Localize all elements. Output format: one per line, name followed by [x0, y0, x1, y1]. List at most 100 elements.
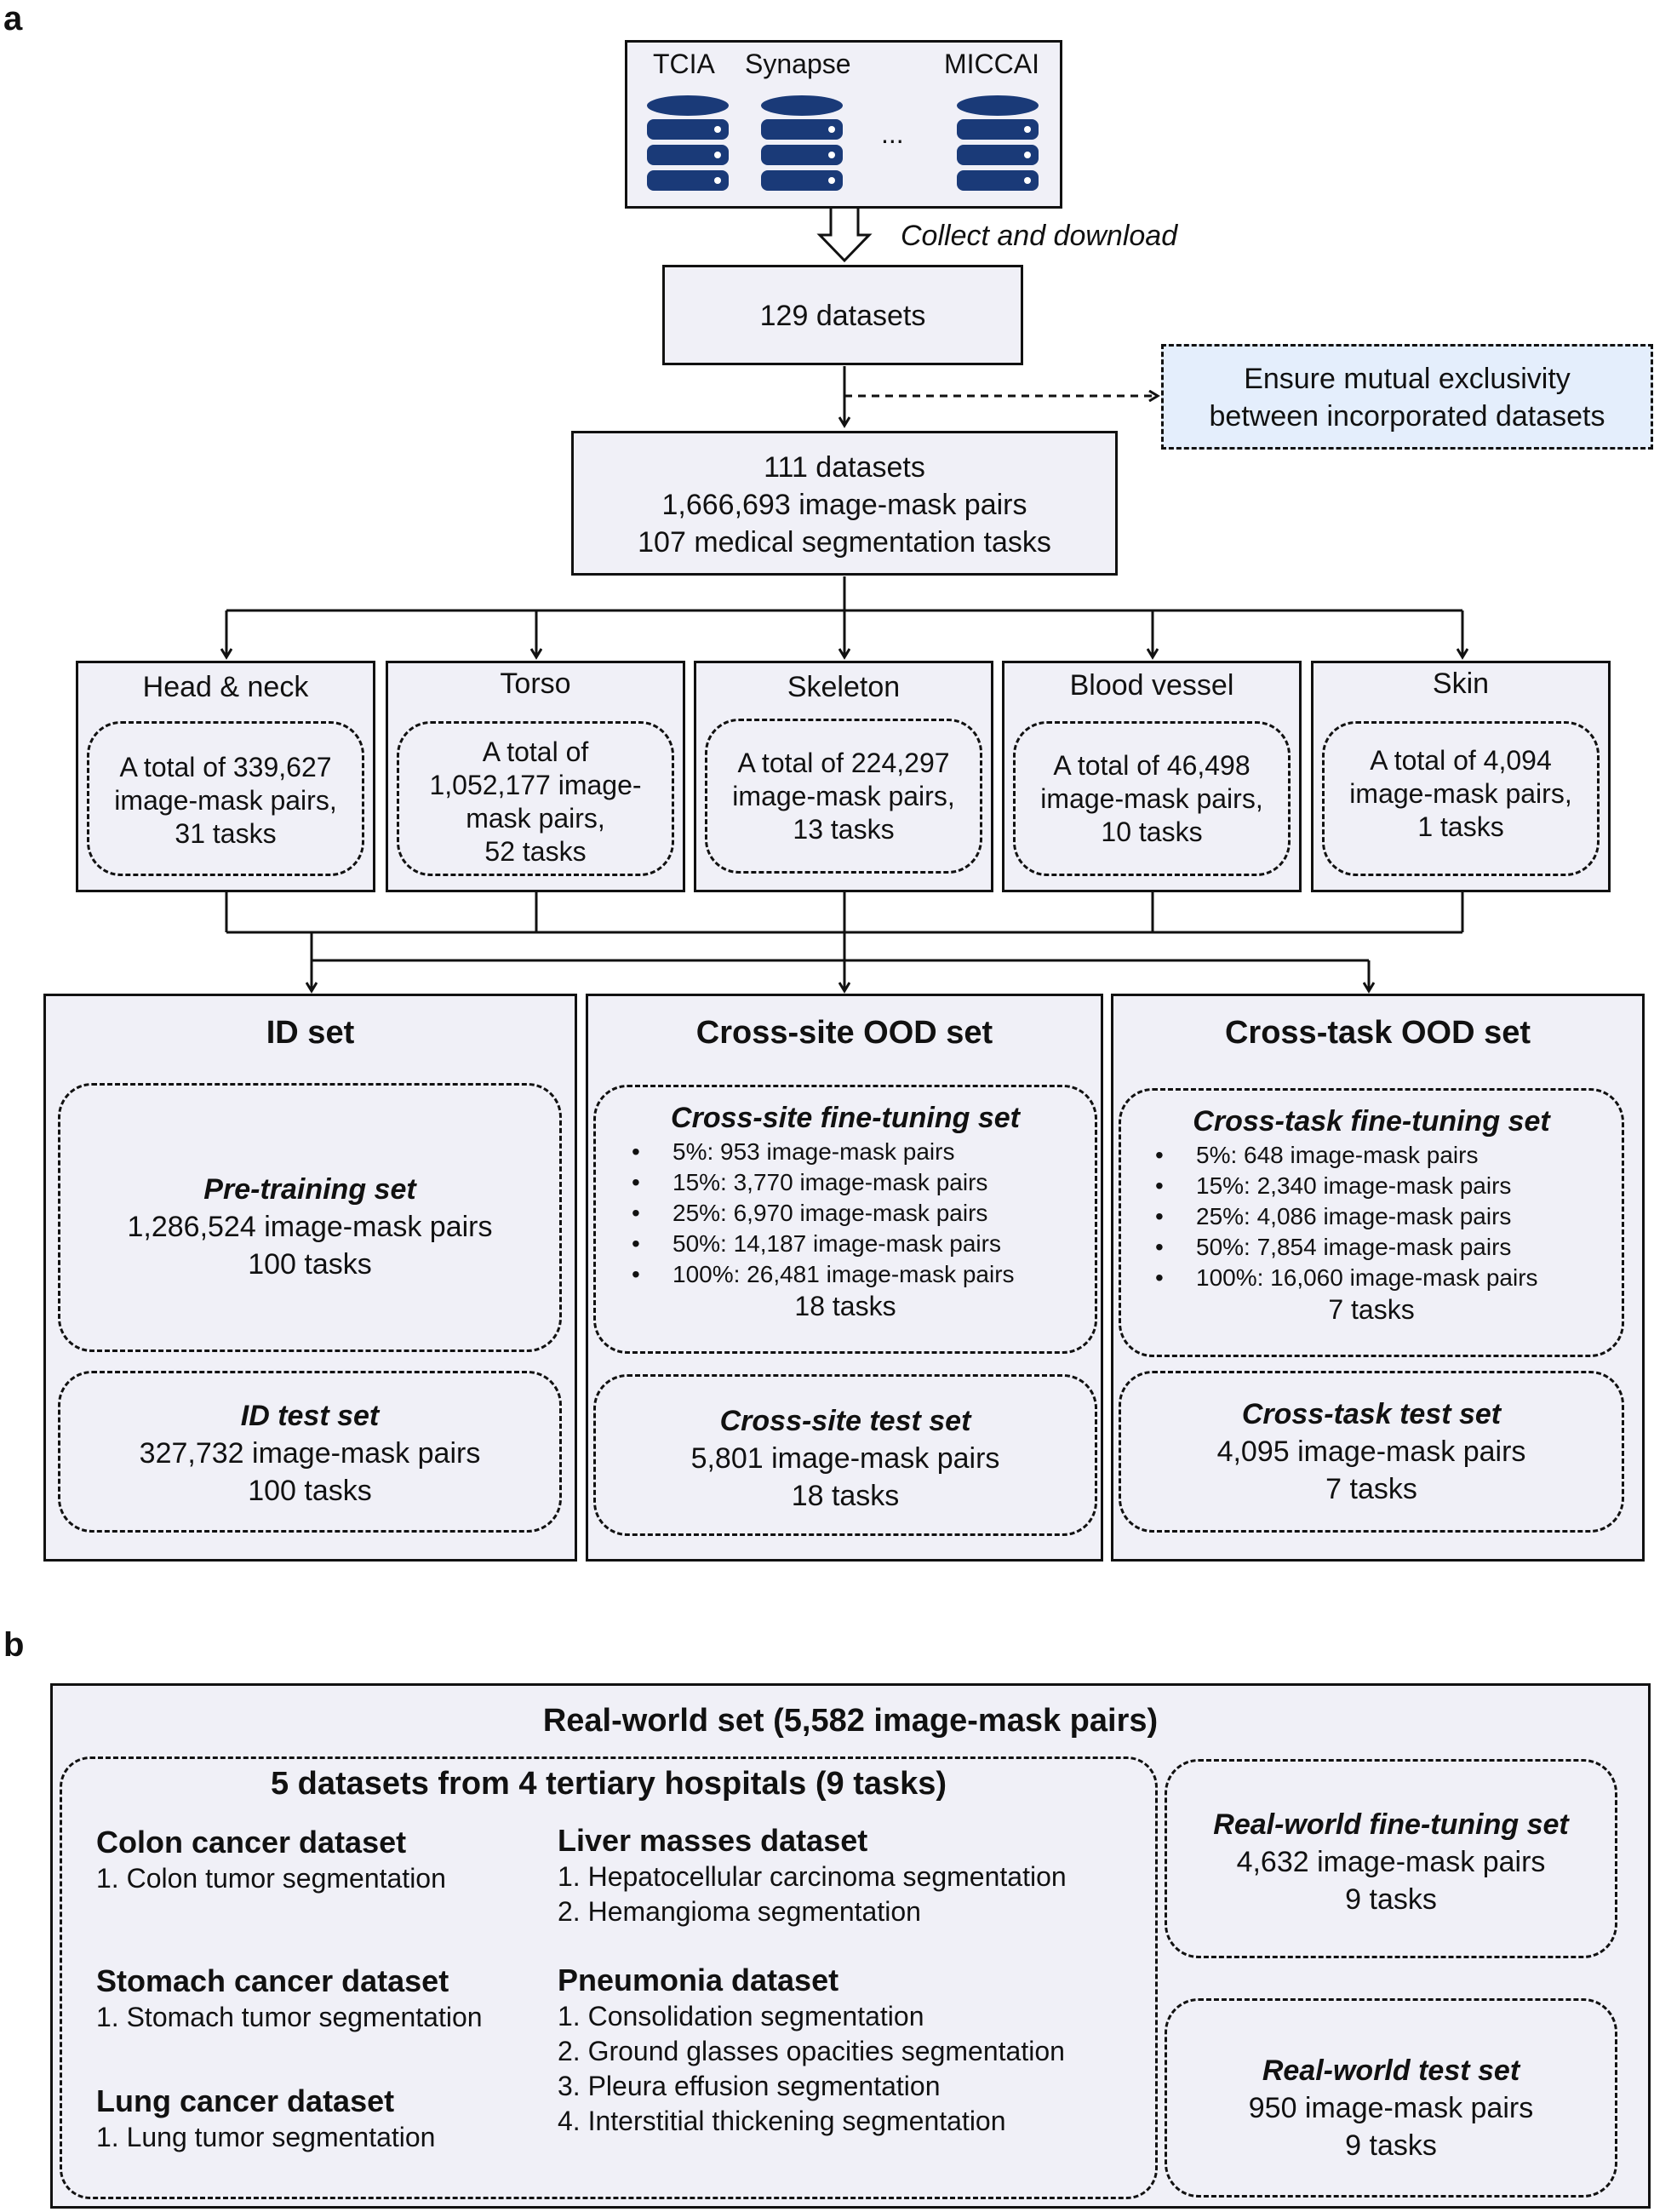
- region-summary: A total of 1,052,177 image- mask pairs, …: [397, 721, 674, 876]
- region-line: image-mask pairs,: [114, 785, 337, 816]
- cross-site-test-pairs: 5,801 image-mask pairs: [690, 1442, 1000, 1475]
- collect-download-label: Collect and download: [901, 220, 1178, 252]
- dataset-task: 2. Ground glasses opacities segmentation: [558, 2036, 1065, 2066]
- cross-task-finetune-tasks: 7 tasks: [1328, 1294, 1415, 1325]
- cross-task-test-pairs: 4,095 image-mask pairs: [1216, 1436, 1526, 1468]
- dataset-task: 1. Lung tumor segmentation: [96, 2122, 436, 2152]
- datasets-129-box: 129 datasets: [662, 265, 1023, 365]
- region-summary: A total of 224,297 image-mask pairs, 13 …: [705, 719, 982, 874]
- finetune-ratio-item: 50%: 7,854 image-mask pairs: [1155, 1232, 1622, 1263]
- cross-task-test-tasks: 7 tasks: [1325, 1473, 1417, 1505]
- id-test-tasks: 100 tasks: [248, 1475, 372, 1507]
- region-torso: Torso A total of 1,052,177 image- mask p…: [386, 661, 685, 892]
- finetune-ratio-item: 25%: 4,086 image-mask pairs: [1155, 1201, 1622, 1232]
- id-test-set: ID test set 327,732 image-mask pairs 100…: [58, 1371, 562, 1533]
- dataset-task: 1. Colon tumor segmentation: [96, 1863, 446, 1894]
- cross-site-test-title: Cross-site test set: [719, 1405, 971, 1437]
- hospital-datasets-panel: 5 datasets from 4 tertiary hospitals (9 …: [60, 1756, 1158, 2199]
- region-line: A total of 224,297: [737, 748, 950, 778]
- region-title: Skin: [1432, 668, 1490, 700]
- cross-site-test-set: Cross-site test set 5,801 image-mask pai…: [593, 1374, 1097, 1536]
- hospital-datasets-title: 5 datasets from 4 tertiary hospitals (9 …: [270, 1766, 947, 1802]
- dataset-title: Colon cancer dataset: [96, 1825, 407, 1860]
- finetune-ratio-item: 50%: 14,187 image-mask pairs: [632, 1229, 1095, 1259]
- finetune-ratio-item: 5%: 953 image-mask pairs: [632, 1137, 1095, 1167]
- region-line: image-mask pairs,: [1349, 778, 1572, 809]
- finetune-ratio-item: 15%: 3,770 image-mask pairs: [632, 1167, 1095, 1198]
- region-line: 1 tasks: [1417, 811, 1504, 842]
- database-icon: [957, 95, 1039, 191]
- id-set: ID set Pre-training set 1,286,524 image-…: [43, 994, 577, 1562]
- dataset-title: Liver masses dataset: [558, 1823, 868, 1858]
- panel-label-b: b: [3, 1626, 25, 1664]
- sources-box: TCIA Synapse MICCAI ...: [625, 40, 1062, 209]
- region-line: 31 tasks: [175, 818, 277, 849]
- real-world-finetune-tasks: 9 tasks: [1345, 1883, 1437, 1916]
- lung-dataset: Lung cancer dataset 1. Lung tumor segmen…: [96, 2083, 435, 2155]
- dataset-task: 2. Hemangioma segmentation: [558, 1896, 921, 1927]
- region-title: Blood vessel: [1069, 669, 1234, 702]
- real-world-finetune-pairs: 4,632 image-mask pairs: [1236, 1846, 1546, 1878]
- region-line: 52 tasks: [484, 836, 587, 867]
- region-summary: A total of 46,498 image-mask pairs, 10 t…: [1013, 721, 1291, 876]
- exclusivity-note: Ensure mutual exclusivity between incorp…: [1161, 344, 1653, 450]
- datasets-111-tasks: 107 medical segmentation tasks: [638, 526, 1051, 559]
- panel-label-a: a: [3, 0, 23, 37]
- region-line: A total of 4,094: [1370, 745, 1552, 776]
- cross-task-finetune-set: Cross-task fine-tuning set 5%: 648 image…: [1119, 1088, 1624, 1357]
- real-world-test-tasks: 9 tasks: [1345, 2129, 1437, 2162]
- finetune-ratio-item: 100%: 16,060 image-mask pairs: [1155, 1263, 1622, 1293]
- region-title: Torso: [500, 668, 571, 700]
- cross-task-title: Cross-task OOD set: [1224, 1015, 1531, 1051]
- region-line: mask pairs,: [466, 803, 605, 834]
- id-set-title: ID set: [266, 1015, 355, 1051]
- source-label-synapse: Synapse: [745, 49, 851, 79]
- region-head-neck: Head & neck A total of 339,627 image-mas…: [76, 661, 375, 892]
- dataset-task: 1. Consolidation segmentation: [558, 2001, 924, 2031]
- pretraining-tasks: 100 tasks: [248, 1248, 372, 1281]
- dataset-title: Pneumonia dataset: [558, 1963, 839, 1997]
- cross-site-finetune-title: Cross-site fine-tuning set: [671, 1102, 1020, 1134]
- cross-site-test-tasks: 18 tasks: [791, 1480, 900, 1512]
- dataset-task: 4. Interstitial thickening segmentation: [558, 2106, 1006, 2136]
- datasets-111-count: 111 datasets: [764, 451, 925, 484]
- id-test-pairs: 327,732 image-mask pairs: [139, 1437, 481, 1470]
- database-icon: [647, 95, 729, 191]
- region-summary: A total of 4,094 image-mask pairs, 1 tas…: [1322, 721, 1600, 876]
- liver-dataset: Liver masses dataset 1. Hepatocellular c…: [558, 1822, 1067, 1929]
- cross-task-test-title: Cross-task test set: [1241, 1398, 1502, 1430]
- region-line: 10 tasks: [1101, 817, 1203, 847]
- colon-dataset: Colon cancer dataset 1. Colon tumor segm…: [96, 1824, 446, 1896]
- region-line: A total of: [482, 736, 589, 767]
- region-line: A total of 46,498: [1053, 750, 1251, 781]
- real-world-finetune-title: Real-world fine-tuning set: [1213, 1808, 1569, 1841]
- pneumonia-dataset: Pneumonia dataset 1. Consolidation segme…: [558, 1962, 1065, 2139]
- id-test-title: ID test set: [240, 1400, 380, 1432]
- region-title: Head & neck: [142, 671, 309, 703]
- region-title: Skeleton: [787, 671, 901, 703]
- pretraining-pairs: 1,286,524 image-mask pairs: [127, 1211, 493, 1243]
- region-skeleton: Skeleton A total of 224,297 image-mask p…: [694, 661, 993, 892]
- region-blood-vessel: Blood vessel A total of 46,498 image-mas…: [1002, 661, 1302, 892]
- source-label-tcia: TCIA: [653, 49, 715, 79]
- region-line: 1,052,177 image-: [429, 770, 642, 800]
- stomach-dataset: Stomach cancer dataset 1. Stomach tumor …: [96, 1963, 483, 2035]
- cross-site-finetune-set: Cross-site fine-tuning set 5%: 953 image…: [593, 1085, 1097, 1354]
- real-world-test-set: Real-world test set 950 image-mask pairs…: [1165, 1998, 1617, 2198]
- datasets-111-box: 111 datasets 1,666,693 image-mask pairs …: [571, 431, 1118, 576]
- region-line: image-mask pairs,: [1040, 783, 1263, 814]
- sources-ellipsis: ...: [881, 118, 904, 149]
- pretraining-title: Pre-training set: [203, 1173, 416, 1206]
- real-world-finetune-set: Real-world fine-tuning set 4,632 image-m…: [1165, 1759, 1617, 1958]
- collect-arrow: [816, 205, 873, 263]
- cross-task-finetune-title: Cross-task fine-tuning set: [1193, 1105, 1550, 1138]
- real-world-test-title: Real-world test set: [1262, 2054, 1520, 2087]
- cross-site-ood-set: Cross-site OOD set Cross-site fine-tunin…: [586, 994, 1103, 1562]
- dataset-title: Lung cancer dataset: [96, 2083, 395, 2118]
- exclusivity-line-1: Ensure mutual exclusivity: [1244, 363, 1571, 395]
- exclusivity-line-2: between incorporated datasets: [1209, 400, 1605, 433]
- region-summary: A total of 339,627 image-mask pairs, 31 …: [87, 721, 364, 876]
- database-icon: [761, 95, 843, 191]
- region-skin: Skin A total of 4,094 image-mask pairs, …: [1311, 661, 1611, 892]
